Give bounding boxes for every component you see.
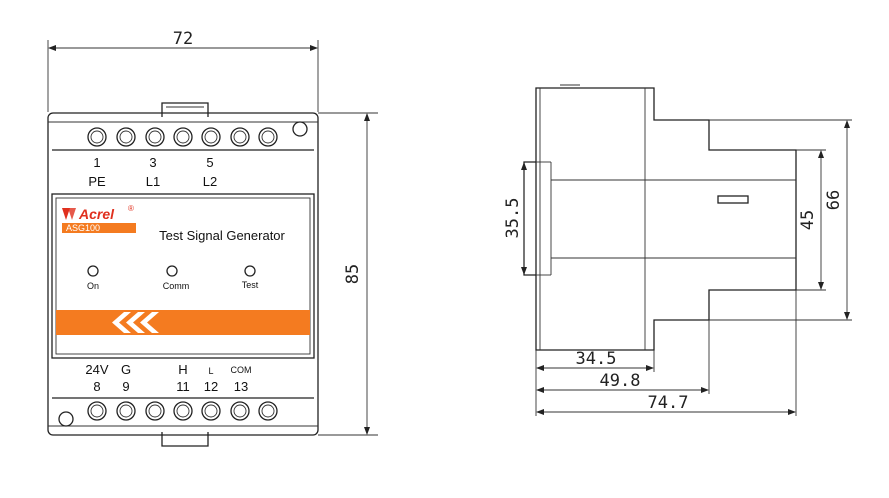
led-comm-label: Comm — [163, 281, 190, 291]
bscrew-7 — [258, 401, 278, 421]
bscrew-4 — [173, 401, 193, 421]
bottom-terminal-11-number: 11 — [176, 379, 190, 394]
led-comm — [166, 265, 178, 277]
dim-74-7-label: 74.7 — [648, 393, 689, 413]
bottom-terminal-9-name: G — [121, 362, 131, 377]
screw-7 — [258, 127, 278, 147]
bottom-terminal-8-number: 8 — [93, 379, 100, 394]
top-terminal-screws — [87, 127, 278, 147]
front-view: 72 1 PE 3 L1 5 L2 — [47, 29, 378, 447]
bottom-terminal-8-name: 24V — [85, 362, 108, 377]
product-title: Test Signal Generator — [159, 228, 285, 243]
screw-5 — [201, 127, 221, 147]
led-on — [87, 265, 99, 277]
bottom-terminal-12-name: L — [208, 366, 213, 376]
chevron-arrows-icon — [112, 312, 159, 333]
top-terminal-3-number: 3 — [149, 155, 156, 170]
dim-45-label: 45 — [798, 210, 818, 230]
dim-66-label: 66 — [824, 190, 844, 210]
top-terminal-5-name: L2 — [203, 174, 217, 189]
orange-stripe — [56, 310, 310, 335]
top-hole — [292, 121, 308, 137]
top-terminal-5-number: 5 — [206, 155, 213, 170]
top-terminal-1-name: PE — [88, 174, 106, 189]
logo-mark-icon — [62, 208, 70, 220]
side-mount-protrusion — [523, 161, 536, 276]
bscrew-2 — [116, 401, 136, 421]
bottom-terminal-13-number: 13 — [234, 379, 248, 394]
bottom-terminal-13-name: COM — [231, 365, 252, 375]
bottom-terminal-screws — [87, 401, 278, 421]
dim-34-5-label: 34.5 — [576, 349, 617, 369]
screw-2 — [116, 127, 136, 147]
screw-6 — [230, 127, 250, 147]
side-body-outline — [535, 87, 797, 351]
registered-mark: ® — [128, 204, 134, 213]
bottom-hole — [58, 411, 74, 427]
bscrew-3 — [145, 401, 165, 421]
top-din-clip — [161, 102, 209, 117]
front-panel-inner — [55, 197, 311, 355]
brand-name: Acrel — [78, 206, 115, 222]
model-label: ASG100 — [66, 223, 100, 233]
led-test — [244, 265, 256, 277]
dim-35-5-label: 35.5 — [503, 198, 523, 239]
model-bar — [62, 223, 136, 233]
top-terminal-3-name: L1 — [146, 174, 160, 189]
bscrew-1 — [87, 401, 107, 421]
bscrew-5 — [201, 401, 221, 421]
side-slot — [717, 195, 749, 204]
bottom-terminal-9-number: 9 — [122, 379, 129, 394]
led-test-label: Test — [242, 280, 259, 290]
dim-72-label: 72 — [173, 29, 193, 49]
screw-4 — [173, 127, 193, 147]
screw-1 — [87, 127, 107, 147]
bottom-din-clip — [161, 432, 209, 447]
side-view: 35.5 45 66 34.5 49.8 74.7 — [503, 84, 852, 416]
front-body-outline — [47, 112, 319, 436]
acrel-logo: Acrel ® — [62, 204, 134, 222]
led-on-label: On — [87, 281, 99, 291]
dim-49-8-label: 49.8 — [600, 371, 641, 391]
bscrew-6 — [230, 401, 250, 421]
dim-85-label: 85 — [343, 264, 363, 284]
bottom-terminal-12-number: 12 — [204, 379, 218, 394]
top-terminal-1-number: 1 — [93, 155, 100, 170]
bottom-terminal-11-name: H — [178, 362, 187, 377]
screw-3 — [145, 127, 165, 147]
front-panel — [51, 193, 315, 359]
